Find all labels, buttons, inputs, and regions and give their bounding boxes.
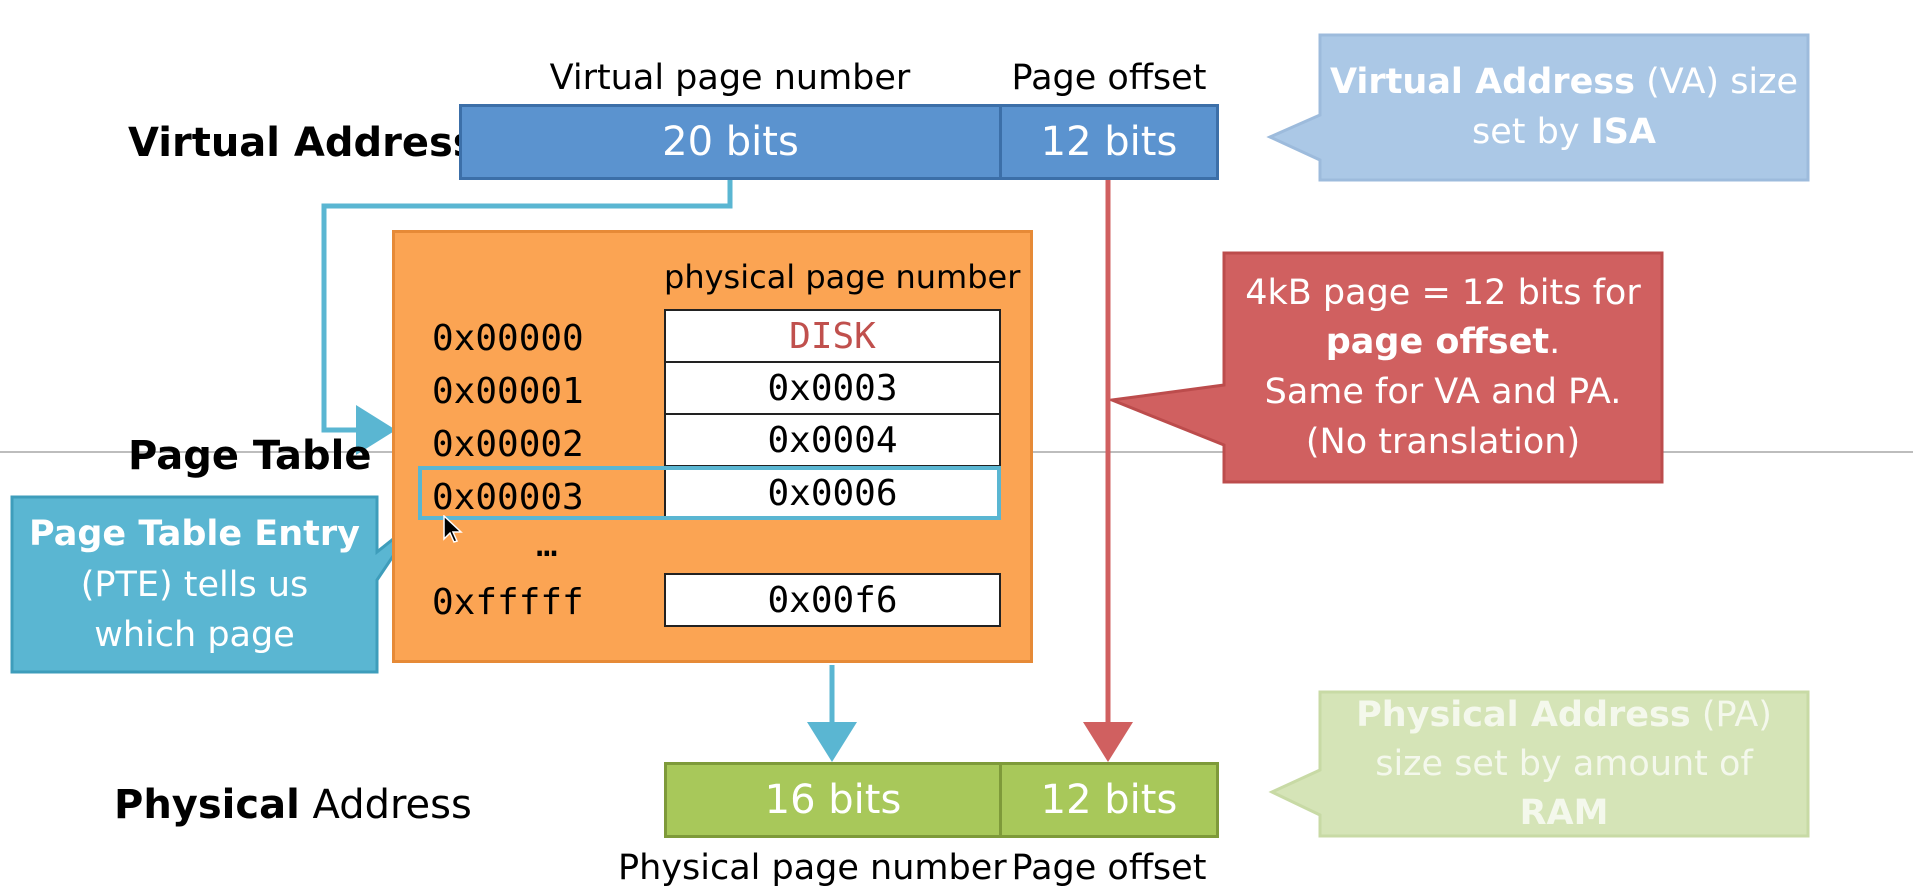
- page-offset-callout: 4kB page = 12 bits for page offset. Same…: [1226, 256, 1660, 480]
- pt-index: 0xfffff: [432, 582, 584, 623]
- offset-callout-bold: page offset: [1325, 322, 1550, 363]
- offset-callout-line: Same for VA and PA.: [1264, 372, 1622, 412]
- pa-callout-ram: RAM: [1519, 792, 1609, 833]
- pt-index: 0x00002: [432, 424, 584, 465]
- physical-page-number-label: Physical page number: [618, 848, 1007, 888]
- ppn-column-header: physical page number: [664, 258, 1021, 296]
- offset-callout-line: (No translation): [1305, 421, 1581, 462]
- pa-callout-bold: Physical Address: [1356, 694, 1691, 735]
- pt-index: 0x00000: [432, 318, 584, 359]
- pa-page-offset-label: Page offset: [1011, 848, 1207, 888]
- virtual-address-label: Virtual Address: [128, 120, 477, 166]
- pt-ellipsis: …: [536, 524, 558, 565]
- va-vpn-field: 20 bits: [459, 104, 1002, 180]
- mouse-cursor-icon: [443, 515, 463, 543]
- va-page-offset-label: Page offset: [1011, 58, 1207, 98]
- vpn-to-page-table-arrow: [321, 180, 733, 455]
- offset-callout-line: 4kB page = 12 bits for: [1245, 272, 1641, 313]
- virtual-page-number-label: Virtual page number: [549, 58, 911, 98]
- va-callout-text: (VA) size: [1634, 62, 1799, 103]
- pt-cell: 0x0004: [664, 413, 1001, 467]
- pa-callout-text: (PA): [1690, 694, 1772, 735]
- pa-callout-line: size set by amount of: [1375, 743, 1753, 784]
- pt-cell: 0x0003: [664, 361, 1001, 415]
- va-callout-shape: [1266, 33, 1810, 182]
- va-size-callout: Virtual Address (VA) size set by ISA: [1322, 38, 1806, 178]
- offset-callout-period: .: [1549, 322, 1561, 363]
- page-table-label: Page Table: [128, 433, 372, 479]
- pte-callout: Page Table Entry (PTE) tells us which pa…: [14, 500, 375, 670]
- physical-address-label-rest: Address: [299, 782, 472, 828]
- pte-callout-line: (PTE) tells us: [80, 564, 309, 605]
- physical-address-label-bold: Physical: [114, 782, 300, 828]
- pa-size-callout: Physical Address (PA) size set by amount…: [1322, 694, 1806, 834]
- pt-cell: DISK: [664, 309, 1001, 363]
- pt-index: 0x00001: [432, 371, 584, 412]
- offset-callout-shape: [1106, 251, 1664, 484]
- va-callout-isa: ISA: [1590, 112, 1656, 152]
- pte-highlight: [418, 466, 1001, 520]
- pa-ppn-field: 16 bits: [664, 762, 1002, 838]
- va-callout-bold: Virtual Address: [1329, 62, 1635, 103]
- va-offset-field: 12 bits: [999, 104, 1219, 180]
- pa-callout-shape: [1268, 690, 1810, 838]
- pa-offset-field: 12 bits: [999, 762, 1219, 838]
- pte-callout-line: which page: [94, 615, 295, 656]
- physical-address-label: Physical Address: [114, 782, 472, 828]
- pt-index: 0x00003: [432, 477, 584, 518]
- pte-callout-bold: Page Table Entry: [29, 513, 360, 554]
- pt-cell: 0x00f6: [664, 573, 1001, 627]
- va-callout-text-2: set by: [1472, 112, 1591, 152]
